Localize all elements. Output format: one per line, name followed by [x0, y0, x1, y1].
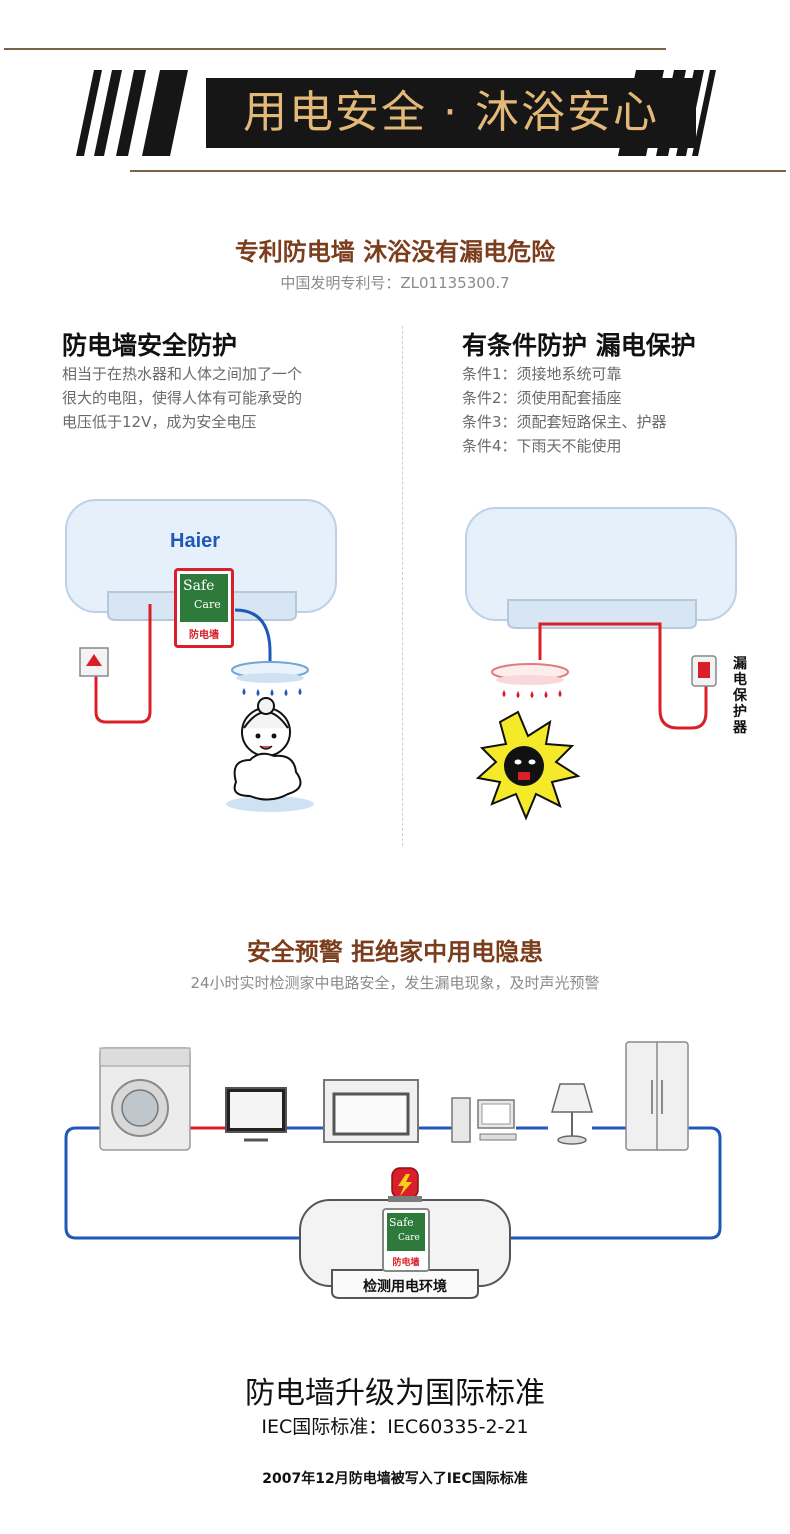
safe-care-badge: Safe Care 防电墙	[174, 568, 234, 648]
badge-line-1: Safe	[183, 578, 215, 594]
protector-label: 漏 电 保 护 器	[730, 656, 750, 736]
right-heater-svg	[465, 507, 737, 821]
standard-title: 防电墙升级为国际标准	[245, 1376, 545, 1411]
column-divider	[402, 326, 403, 846]
left-column-title: 防电墙安全防护	[62, 331, 238, 360]
protector-char-1: 漏	[733, 656, 747, 672]
patent-title: 专利防电墙 沐浴没有漏电危险	[234, 238, 556, 266]
left-line-2: 很大的电阻，使得人体有可能承受的	[62, 389, 303, 407]
patent-number: 中国发明专利号：ZL01135300.7	[280, 274, 510, 292]
alarm-badge-line-2: Care	[398, 1233, 420, 1243]
protector-char-5: 器	[733, 720, 747, 736]
right-line-1: 条件1：须接地系统可靠	[462, 365, 622, 383]
right-column-title: 有条件防护 漏电保护	[462, 331, 696, 360]
badge-line-2: Care	[194, 598, 221, 611]
right-illustration: 漏 电 保 护 器	[460, 500, 760, 830]
left-line-1: 相当于在热水器和人体之间加了一个	[62, 365, 303, 383]
badge-tag: 防电墙	[189, 630, 219, 641]
range-hood-icon	[323, 1079, 419, 1143]
fridge-icon	[625, 1041, 689, 1151]
protector-char-4: 护	[733, 704, 747, 720]
right-line-2: 条件2：须使用配套插座	[462, 389, 622, 407]
appliance-diagram: Safe Care 防电墙 检测用电环境	[60, 1036, 740, 1316]
left-line-3: 电压低于12V，成为安全电压	[62, 413, 257, 431]
header-banner: 用电安全 · 沐浴安心	[76, 70, 716, 156]
standard-note: 2007年12月防电墙被写入了IEC国际标准	[262, 1471, 528, 1487]
circuit-svg	[64, 1041, 722, 1299]
alarm-badge-line-1: Safe	[389, 1216, 414, 1229]
alarm-badge-tag: 防电墙	[392, 1258, 420, 1268]
left-illustration: Haier Safe Care 防电墙	[60, 492, 360, 822]
brand-logo: Haier	[170, 530, 221, 552]
badge-green-panel: Safe Care	[180, 574, 228, 622]
lamp-icon	[551, 1083, 593, 1145]
alarm-badge-green-panel: Safe Care	[387, 1213, 425, 1251]
washing-machine-icon	[99, 1047, 191, 1151]
warning-subtitle: 24小时实时检测家中电路安全，发生漏电现象，及时声光预警	[190, 974, 600, 992]
tv-icon	[225, 1087, 287, 1142]
right-line-3: 条件3：须配套短路保主、护器	[462, 413, 667, 431]
standard-iec: IEC国际标准：IEC60335-2-21	[261, 1416, 529, 1438]
computer-icon	[451, 1097, 517, 1143]
right-line-4: 条件4：下雨天不能使用	[462, 437, 622, 455]
banner-title: 用电安全 · 沐浴安心	[206, 78, 696, 148]
protector-char-3: 保	[733, 688, 747, 704]
detect-label: 检测用电环境	[363, 1279, 447, 1295]
protector-char-2: 电	[733, 672, 747, 688]
warning-title: 安全预警 拒绝家中用电隐患	[246, 938, 544, 966]
top-rule	[4, 48, 666, 50]
bottom-rule	[130, 170, 786, 172]
alarm-safe-care-badge: Safe Care 防电墙	[382, 1208, 430, 1272]
